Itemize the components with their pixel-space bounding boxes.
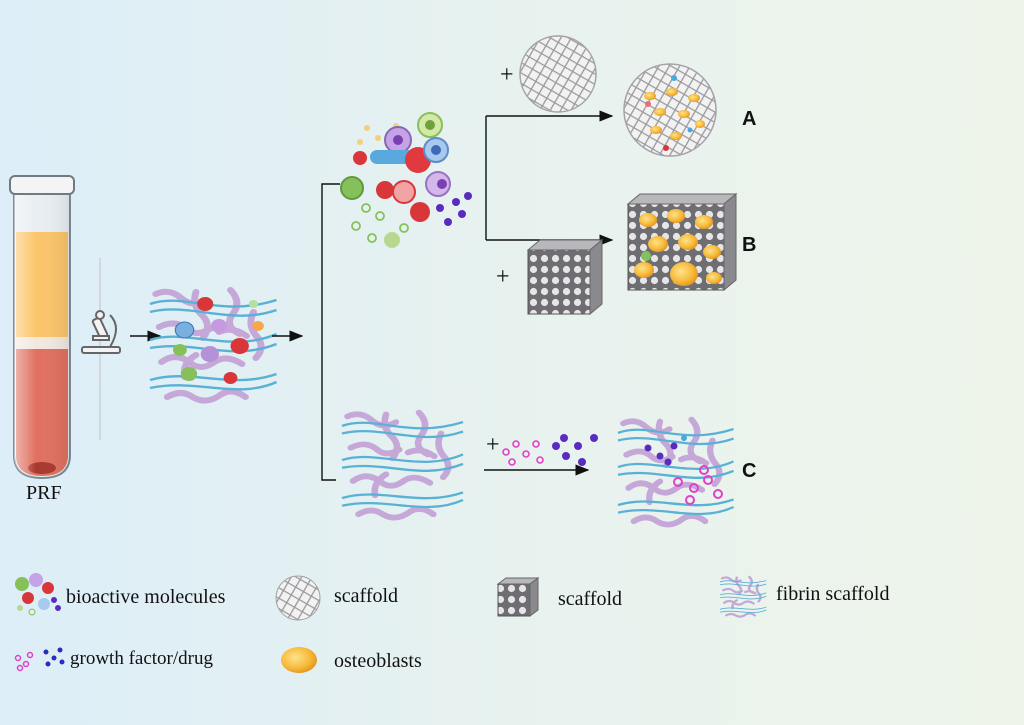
panel-label-a: A <box>742 108 757 130</box>
plus-sign-c: + <box>486 432 500 458</box>
legend-bioactive-label: bioactive molecules <box>66 586 226 608</box>
tube-label: PRF <box>26 482 62 504</box>
tube-cap <box>9 175 75 195</box>
result-b-scaffold <box>626 192 738 292</box>
plus-sign-b: + <box>496 264 510 290</box>
branch-bracket <box>321 183 340 481</box>
legend-cube-scaffold-icon <box>496 577 540 617</box>
panel-label-c: C <box>742 460 757 482</box>
plus-sign-a: + <box>500 62 514 88</box>
legend-scaffold-round-label: scaffold <box>334 585 399 607</box>
legend-scaffold-cube-label: scaffold <box>558 588 623 610</box>
prf-composite <box>150 290 277 401</box>
legend-bioactive-icon <box>15 573 61 616</box>
legend-round-scaffold-icon <box>275 575 321 621</box>
microscope-icon <box>81 310 121 354</box>
legend-fibrin-icon <box>718 575 768 618</box>
cube-scaffold <box>526 238 604 316</box>
legend-osteoblast-label: osteoblasts <box>334 650 422 672</box>
round-scaffold <box>519 35 597 113</box>
panel-label-b: B <box>742 234 757 256</box>
legend-growth-factor-icon <box>14 647 65 672</box>
legend-osteoblast-icon <box>281 647 317 673</box>
drug-particles <box>502 434 598 466</box>
legend-fibrin-label: fibrin scaffold <box>776 583 890 605</box>
fibrin-scaffold-input <box>342 413 463 518</box>
legend-growth-label: growth factor/drug <box>70 648 213 669</box>
result-a-scaffold <box>623 63 717 157</box>
result-c-scaffold <box>618 420 734 525</box>
bioactive-cluster <box>340 112 472 248</box>
prf-tube <box>9 175 101 480</box>
